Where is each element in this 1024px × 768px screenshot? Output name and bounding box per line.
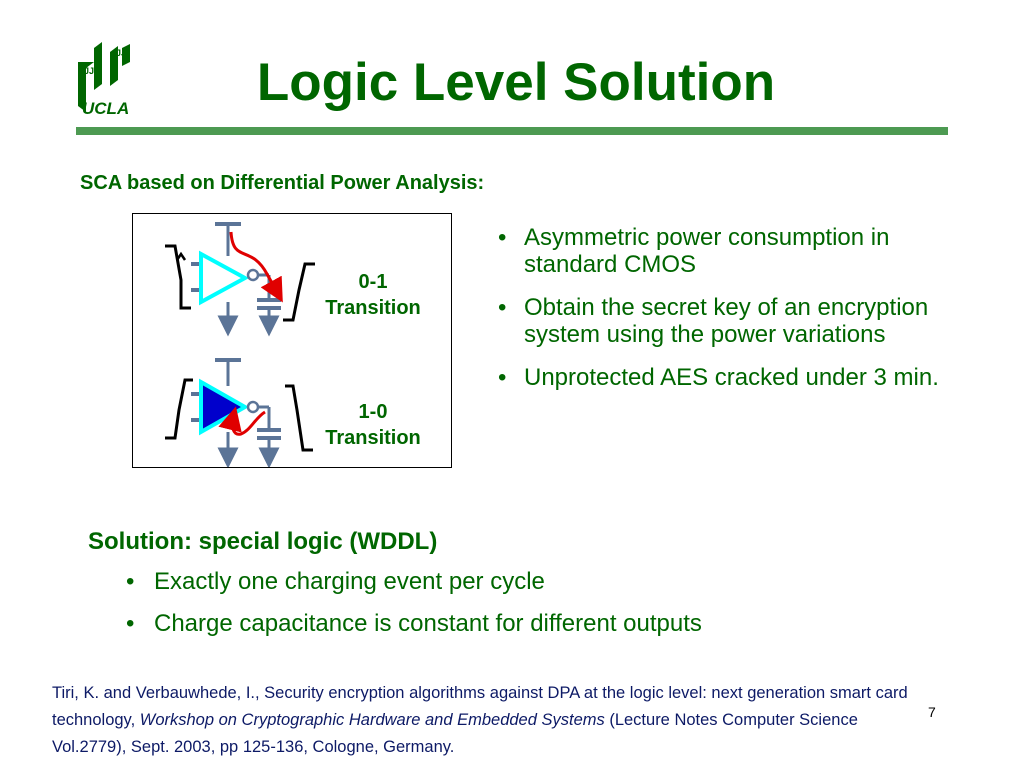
- bullet-icon: •: [498, 294, 507, 321]
- svg-text:JJJ: JJJ: [84, 66, 99, 76]
- bullet-icon: •: [126, 610, 135, 637]
- section-subtitle: SCA based on Differential Power Analysis…: [80, 172, 485, 194]
- bullet-icon: •: [498, 224, 507, 251]
- bullet-text: Exactly one charging event per cycle: [154, 568, 545, 595]
- svg-text:JJ: JJ: [116, 48, 126, 58]
- transition-label-1-0-word: Transition: [325, 427, 421, 449]
- input-waveform-rising: [165, 244, 191, 310]
- transition-label-1-0: 1-0 Transition: [303, 399, 443, 451]
- slide-number: 7: [928, 704, 936, 720]
- output-waveform-rising: [283, 262, 315, 322]
- discharging-current-arrow: [218, 406, 266, 436]
- slide-title: Logic Level Solution: [256, 53, 776, 112]
- transition-label-1-0-value: 1-0: [358, 401, 388, 423]
- solution-bullet-list: • Exactly one charging event per cycle •…: [126, 568, 702, 652]
- bullet-text: Charge capacitance is constant for diffe…: [154, 610, 702, 637]
- transition-label-0-1-value: 0-1: [358, 271, 388, 293]
- bullet-icon: •: [498, 364, 507, 391]
- list-item: • Charge capacitance is constant for dif…: [126, 610, 702, 638]
- solution-heading: Solution: special logic (WDDL): [88, 528, 438, 555]
- charging-current-arrow: [229, 231, 283, 303]
- citation-authors: Tiri, K. and Verbauwhede, I., Security e…: [52, 684, 908, 729]
- ucla-logo-mark: JJJ JJ UCLA: [78, 42, 130, 118]
- diagram-drawing: [165, 222, 315, 467]
- transition-label-0-1-word: Transition: [325, 297, 421, 319]
- citation-venue: Workshop on Cryptographic Hardware and E…: [139, 711, 605, 729]
- dpa-bullet-list: • Asymmetric power consumption in standa…: [494, 224, 964, 407]
- ucla-logo-text: UCLA: [82, 99, 129, 118]
- transition-label-0-1: 0-1 Transition: [303, 269, 443, 321]
- title-divider: [76, 127, 948, 135]
- output-waveform-falling: [285, 384, 313, 452]
- list-item: • Exactly one charging event per cycle: [126, 568, 702, 596]
- bullet-text: Obtain the secret key of an encryption s…: [524, 294, 929, 348]
- ucla-logo: JJJ JJ UCLA: [72, 40, 142, 120]
- list-item: • Asymmetric power consumption in standa…: [494, 224, 964, 278]
- bullet-text: Asymmetric power consumption in standard…: [524, 224, 890, 278]
- cmos-transition-diagram: 0-1 Transition 1-0 Transition: [132, 213, 452, 468]
- transition-1-0-circuit: [165, 358, 313, 467]
- list-item: • Obtain the secret key of an encryption…: [494, 294, 964, 348]
- bullet-icon: •: [126, 568, 135, 595]
- input-waveform-falling: [165, 378, 193, 440]
- citation-reference: Tiri, K. and Verbauwhede, I., Security e…: [52, 680, 912, 761]
- buffer-gate-top: [199, 250, 250, 306]
- transition-0-1-circuit: [165, 222, 315, 337]
- citation-details: (Lecture Notes Computer Science Vol.2779…: [52, 711, 858, 756]
- input-waveform-arrow: [175, 251, 187, 261]
- list-item: • Unprotected AES cracked under 3 min.: [494, 364, 964, 391]
- bullet-text: Unprotected AES cracked under 3 min.: [524, 364, 939, 391]
- buffer-gate-bottom: [199, 378, 250, 436]
